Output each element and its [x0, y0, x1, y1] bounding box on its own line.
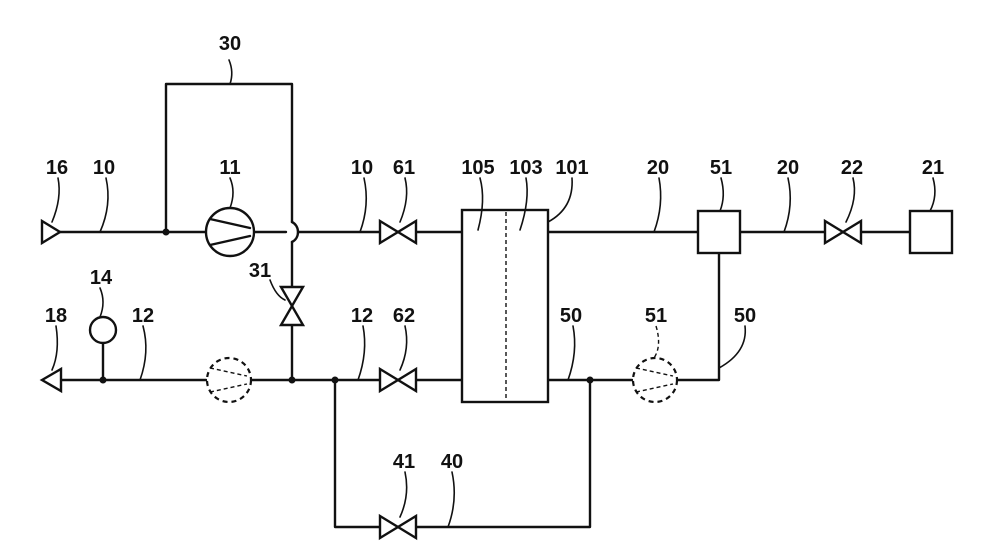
leader-14 [100, 288, 103, 317]
leader-51b [654, 326, 659, 358]
line-50-pump-to-51 [678, 253, 719, 380]
junction-dot [332, 377, 339, 384]
label-50: 50 [734, 305, 756, 327]
label-22: 22 [841, 157, 863, 179]
valve-31 [281, 287, 303, 325]
label-41: 41 [393, 451, 415, 473]
label-16: 16 [46, 157, 68, 179]
leader-62 [400, 326, 407, 370]
junction-dot [163, 229, 170, 236]
leader-18 [52, 326, 57, 370]
label-11: 11 [219, 157, 240, 179]
label-10: 10 [93, 157, 115, 179]
label-20: 20 [647, 157, 669, 179]
leader-50a [568, 326, 575, 380]
pump-dashed-left [207, 358, 251, 402]
valve-62 [380, 369, 416, 391]
junction-dot [100, 377, 107, 384]
leader-10a [100, 178, 108, 232]
compressor-11 [206, 208, 254, 256]
label-20: 20 [777, 157, 799, 179]
label-101: 101 [555, 157, 588, 179]
label-14: 14 [90, 267, 113, 289]
leader-101 [548, 178, 572, 222]
label-40: 40 [441, 451, 463, 473]
label-62: 62 [393, 305, 415, 327]
leader-50b [719, 326, 745, 368]
junction-dot [289, 377, 296, 384]
label-12: 12 [132, 305, 154, 327]
label-61: 61 [393, 157, 415, 179]
leader-30 [229, 60, 232, 84]
valve-61 [380, 221, 416, 243]
label-31: 31 [249, 260, 271, 282]
leader-12a [140, 326, 146, 380]
box-21 [910, 211, 952, 253]
leader-51a [720, 178, 723, 211]
label-105: 105 [461, 157, 494, 179]
junction-dot [587, 377, 594, 384]
label-12: 12 [351, 305, 373, 327]
outlet-triangle-18 [42, 369, 61, 391]
leader-16 [52, 178, 59, 222]
box-51 [698, 211, 740, 253]
label-103: 103 [509, 157, 542, 179]
valve-41 [380, 516, 416, 538]
label-10: 10 [351, 157, 373, 179]
leader-21 [930, 178, 935, 211]
label-51: 51 [710, 157, 732, 179]
leader-22 [846, 178, 854, 222]
label-21: 21 [922, 157, 944, 179]
sensor-14 [90, 317, 116, 343]
label-18: 18 [45, 305, 67, 327]
leader-41 [400, 472, 407, 517]
valve-22 [825, 221, 861, 243]
leader-40 [448, 472, 454, 527]
leader-11 [230, 178, 233, 208]
label-50: 50 [560, 305, 582, 327]
central-unit [462, 210, 548, 402]
pump-dashed-51 [633, 358, 677, 402]
bypass-line-40 [335, 380, 380, 527]
inlet-triangle-16 [42, 221, 60, 243]
label-30: 30 [219, 33, 241, 55]
leader-10b [360, 178, 366, 232]
leader-12b [358, 326, 365, 380]
label-51: 51 [645, 305, 667, 327]
leader-20a [654, 178, 661, 232]
bypass-crossover [292, 222, 298, 242]
leader-20b [784, 178, 790, 232]
leader-61 [400, 178, 407, 222]
